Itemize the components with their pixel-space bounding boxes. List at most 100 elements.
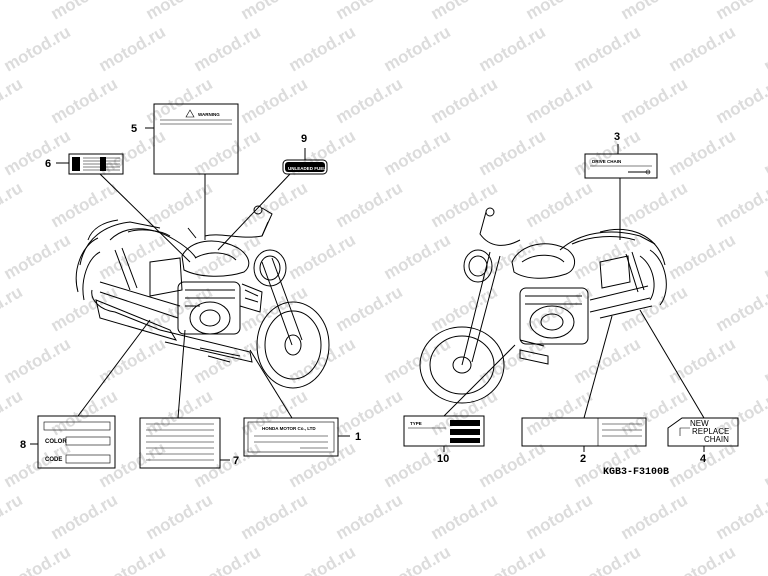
watermark-text: motod.ru — [713, 282, 768, 335]
callout-3: 3 — [614, 131, 620, 143]
watermark-text: motod.ru — [238, 74, 311, 127]
type-label-text: TYPE — [410, 421, 422, 426]
watermark-text: motod.ru — [476, 334, 549, 387]
watermark-text: motod.ru — [48, 282, 121, 335]
watermark-text: motod.ru — [286, 542, 359, 576]
watermark-text: motod.ru — [571, 22, 644, 75]
watermark-text: motod.ru — [571, 126, 644, 179]
watermark-text: motod.ru — [0, 282, 26, 335]
watermark-text: motod.ru — [96, 438, 169, 491]
watermark-text: motod.ru — [761, 230, 768, 283]
watermark-text: motod.ru — [191, 22, 264, 75]
watermark-text: motod.ru — [0, 178, 26, 231]
watermark-text: motod.ru — [143, 490, 216, 543]
watermark-text: motod.ru — [96, 22, 169, 75]
diagram-part-code: KGB3-F3100B — [603, 467, 669, 478]
watermark-text: motod.ru — [618, 0, 691, 23]
replace-chain-label-line2: REPLACE — [692, 427, 729, 436]
watermark-text: motod.ru — [191, 126, 264, 179]
watermark-text: motod.ru — [381, 22, 454, 75]
watermark-text: motod.ru — [523, 178, 596, 231]
caution-label-small — [68, 153, 124, 175]
watermark-text: motod.ru — [48, 178, 121, 231]
watermark-text: motod.ru — [523, 490, 596, 543]
left-motorcycle-drawing — [75, 205, 330, 389]
callout-1: 1 — [355, 431, 361, 443]
callout-9: 9 — [301, 133, 307, 145]
watermark-text: motod.ru — [1, 542, 74, 576]
warning-label: WARNING — [153, 103, 239, 175]
watermark-text: motod.ru — [48, 490, 121, 543]
watermark-text: motod.ru — [48, 386, 121, 439]
watermark-text: motod.ru — [48, 74, 121, 127]
watermark-text: motod.ru — [476, 22, 549, 75]
watermark-text: motod.ru — [333, 282, 406, 335]
callout-2: 2 — [580, 453, 586, 465]
watermark-text: motod.ru — [618, 490, 691, 543]
watermark-text: motod.ru — [1, 230, 74, 283]
watermark-text: motod.ru — [143, 386, 216, 439]
watermark-text: motod.ru — [1, 334, 74, 387]
watermark-text: motod.ru — [476, 126, 549, 179]
watermark-text: motod.ru — [381, 126, 454, 179]
watermark-text: motod.ru — [713, 178, 768, 231]
watermark-text: motod.ru — [666, 22, 739, 75]
watermark-text: motod.ru — [666, 230, 739, 283]
leader-lines — [30, 127, 705, 461]
watermark-text: motod.ru — [381, 230, 454, 283]
callout-6: 6 — [45, 158, 51, 170]
callout-5: 5 — [131, 123, 137, 135]
watermark-text: motod.ru — [333, 178, 406, 231]
watermark-text: motod.ru — [286, 230, 359, 283]
watermark-text: motod.ru — [428, 490, 501, 543]
color-label-code-text: CODE — [45, 457, 62, 463]
watermark-text: motod.ru — [761, 126, 768, 179]
watermark-text: motod.ru — [523, 386, 596, 439]
watermark-text: motod.ru — [523, 282, 596, 335]
replace-chain-label-line1: NEW — [690, 419, 709, 428]
watermark-text: motod.ru — [571, 542, 644, 576]
watermark-text: motod.ru — [476, 230, 549, 283]
tire-info-label — [139, 417, 221, 469]
replace-chain-label-line3: CHAIN — [704, 435, 729, 444]
watermark-text: motod.ru — [428, 0, 501, 23]
watermark-text: motod.ru — [571, 334, 644, 387]
watermark-text: motod.ru — [191, 438, 264, 491]
watermark-text: motod.ru — [761, 542, 768, 576]
manufacturer-label-text: HONDA MOTOR Co., LTD — [262, 426, 316, 431]
watermark-text: motod.ru — [1, 438, 74, 491]
watermark-text: motod.ru — [286, 22, 359, 75]
watermark-text: motod.ru — [0, 490, 26, 543]
watermark-text: motod.ru — [286, 334, 359, 387]
watermark-text: motod.ru — [1, 126, 74, 179]
watermark-text: motod.ru — [713, 74, 768, 127]
watermark-text: motod.ru — [476, 542, 549, 576]
manufacturer-label: HONDA MOTOR Co., LTD — [243, 417, 339, 457]
watermark-text: motod.ru — [428, 178, 501, 231]
watermark-text: motod.ru — [191, 542, 264, 576]
watermark-text: motod.ru — [48, 0, 121, 23]
watermark-text: motod.ru — [761, 438, 768, 491]
emission-label: UNLEADED FUEL — [282, 159, 328, 175]
watermark-text: motod.ru — [666, 126, 739, 179]
drive-chain-label-text: DRIVE CHAIN — [592, 159, 621, 164]
replace-chain-label: NEW REPLACE CHAIN — [667, 417, 739, 447]
watermark-text: motod.ru — [666, 334, 739, 387]
watermark-text: motod.ru — [666, 542, 739, 576]
watermark-text: motod.ru — [333, 386, 406, 439]
watermark-text: motod.ru — [523, 74, 596, 127]
watermark-text: motod.ru — [428, 74, 501, 127]
watermark-text: motod.ru — [523, 0, 596, 23]
watermark-text: motod.ru — [143, 0, 216, 23]
color-label-color-text: COLOR — [45, 439, 67, 445]
watermark-text: motod.ru — [618, 178, 691, 231]
watermark-text: motod.ru — [238, 178, 311, 231]
watermark-text: motod.ru — [618, 74, 691, 127]
watermark-text: motod.ru — [238, 490, 311, 543]
watermark-text: motod.ru — [381, 542, 454, 576]
watermark-text: motod.ru — [761, 22, 768, 75]
watermark-text: motod.ru — [761, 334, 768, 387]
drive-chain-label: DRIVE CHAIN — [584, 153, 658, 179]
